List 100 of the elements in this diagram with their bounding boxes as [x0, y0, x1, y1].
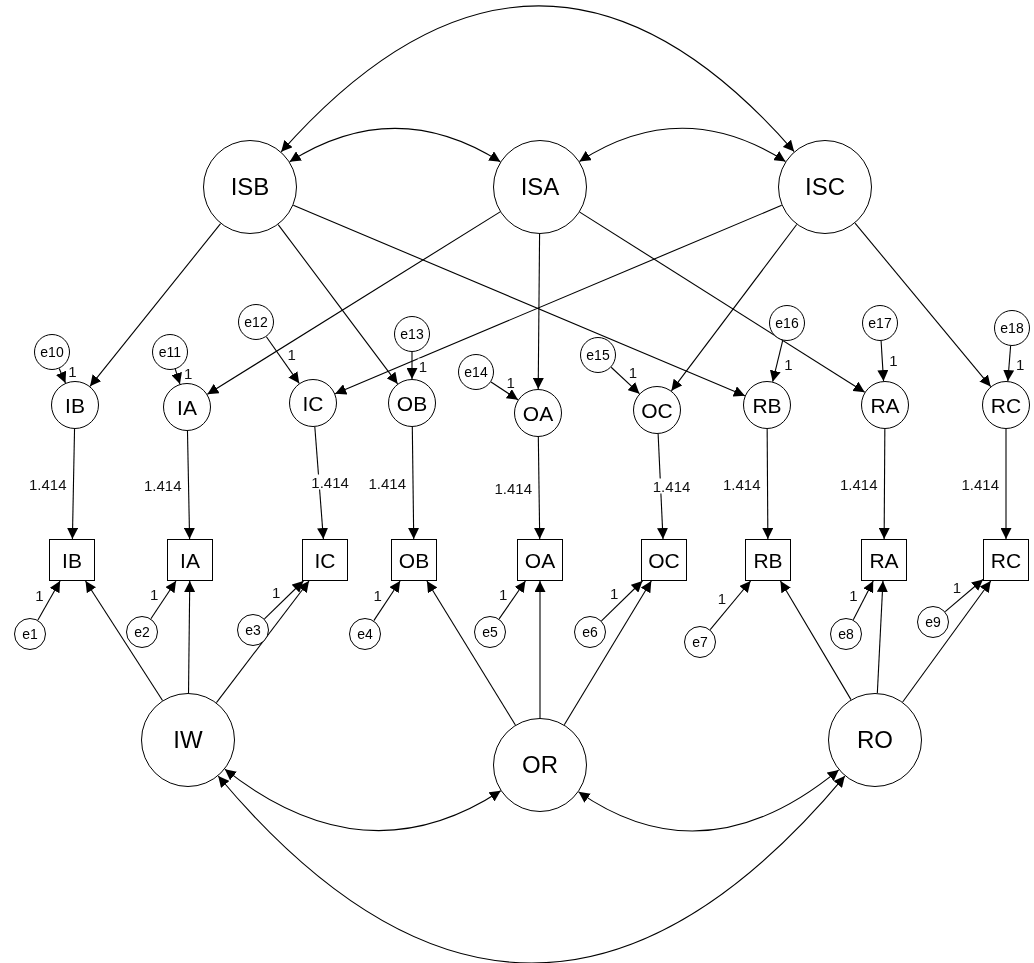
observed-variable-box [641, 539, 687, 581]
latent-variable-circle [51, 381, 99, 429]
node-label: e1 [22, 627, 38, 641]
path-arrow [779, 580, 852, 701]
path-arrow [670, 224, 798, 392]
path-arrow [265, 336, 300, 384]
node-label: IB [65, 394, 85, 416]
path-arrow [534, 580, 546, 719]
path-arrow [769, 339, 784, 383]
observed-variable-box [517, 539, 563, 581]
latent-variable-circle [388, 379, 436, 427]
node-label: e5 [482, 625, 498, 639]
node-label: OA [522, 402, 554, 424]
path-arrow [762, 428, 774, 540]
error-term-circle [238, 304, 274, 340]
path-arrow [150, 580, 177, 620]
path-arrow [171, 368, 182, 385]
covariance-arrow [280, 5, 795, 153]
path-arrow [944, 579, 984, 613]
error-term-circle [580, 337, 616, 373]
latent-variable-circle [633, 386, 681, 434]
path-arrow [877, 340, 889, 382]
node-label: RC [990, 549, 1022, 571]
path-arrow [878, 428, 890, 540]
covariance-arrow [289, 127, 501, 163]
latent-variable-circle [163, 383, 211, 431]
observed-variable-box [167, 539, 213, 581]
node-label: OA [524, 549, 556, 571]
node-label: e12 [244, 315, 268, 329]
path-arrow [610, 366, 640, 395]
node-label: e10 [40, 345, 64, 359]
path-arrow [579, 211, 866, 393]
path-arrow [600, 580, 643, 622]
node-label: IA [180, 549, 200, 571]
latent-factor-circle [493, 718, 587, 812]
node-label: e3 [245, 623, 261, 637]
node-label: e8 [838, 627, 854, 641]
path-arrow [408, 426, 420, 540]
observed-variable-box [745, 539, 791, 581]
node-label: e7 [692, 635, 708, 649]
path-arrow [534, 436, 546, 540]
covariance-arrow [578, 127, 786, 163]
node-label: e16 [775, 316, 799, 330]
path-arrow [292, 204, 746, 397]
node-label: RO [857, 728, 893, 752]
node-label: RA [869, 549, 899, 571]
node-label: RB [752, 394, 782, 416]
path-arrow [85, 580, 164, 702]
path-arrow [184, 580, 196, 694]
node-label: e18 [1000, 321, 1024, 335]
latent-variable-circle [982, 381, 1030, 429]
path-arrow [426, 580, 516, 726]
path-arrow [498, 580, 526, 620]
path-arrow [37, 580, 61, 621]
node-label: e9 [925, 615, 941, 629]
path-arrow [406, 351, 418, 380]
covariance-arrow [224, 768, 502, 831]
path-arrow [373, 580, 401, 622]
node-label: RC [990, 394, 1022, 416]
path-arrow [263, 580, 304, 620]
node-label: IB [62, 549, 82, 571]
path-arrow [206, 211, 501, 395]
node-label: ISA [520, 175, 560, 199]
node-label: OC [641, 399, 673, 421]
node-label: e2 [134, 625, 150, 639]
error-term-circle [684, 626, 716, 658]
node-label: e13 [400, 327, 424, 341]
path-arrow [89, 223, 222, 387]
path-arrow [1003, 345, 1015, 382]
path-arrow [1000, 428, 1012, 540]
edge-label: 1 [417, 358, 429, 373]
path-arrow [56, 367, 67, 384]
node-label: e15 [586, 348, 610, 362]
latent-variable-circle [743, 381, 791, 429]
observed-variable-box [983, 539, 1029, 581]
error-term-circle [152, 334, 188, 370]
error-term-circle [474, 616, 506, 648]
error-term-circle [994, 310, 1030, 346]
error-term-circle [862, 305, 898, 341]
node-label: OR [522, 753, 558, 777]
latent-factor-circle [778, 140, 872, 234]
node-label: IC [302, 392, 324, 414]
path-arrow [183, 430, 195, 540]
latent-variable-circle [289, 379, 337, 427]
error-term-circle [917, 606, 949, 638]
node-label: ISC [805, 175, 845, 199]
path-arrow [67, 428, 79, 540]
path-arrow [215, 580, 310, 704]
node-label: e6 [582, 625, 598, 639]
path-arrow [563, 580, 652, 726]
error-term-circle [830, 618, 862, 650]
observed-variable-box [49, 539, 95, 581]
path-arrow [854, 222, 992, 388]
path-arrow [334, 204, 783, 395]
path-arrow [277, 224, 399, 385]
latent-factor-circle [141, 693, 235, 787]
error-term-circle [126, 616, 158, 648]
path-arrow [532, 233, 544, 390]
error-term-circle [14, 618, 46, 650]
edge-label: 1.414 [310, 474, 350, 490]
